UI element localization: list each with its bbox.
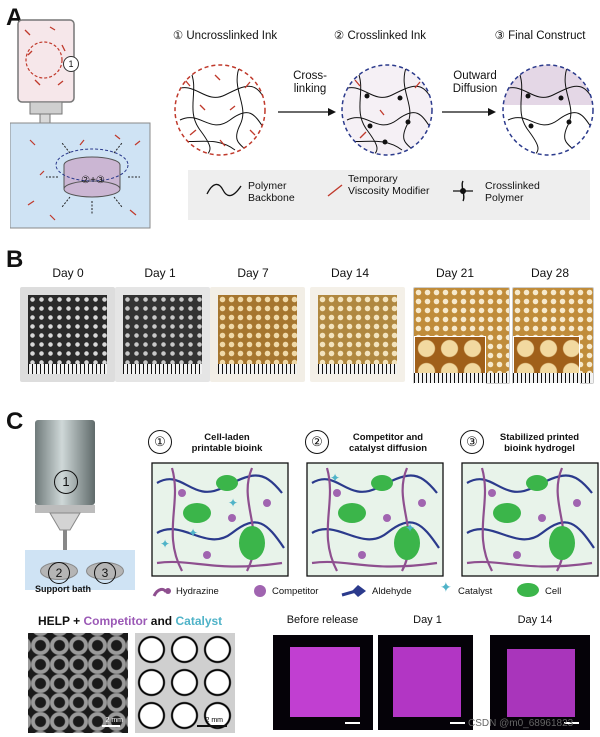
day-label-1: Day 1 [144, 266, 176, 280]
day-label-7: Day 7 [237, 266, 269, 280]
legend-hydrazine: Hydrazine [176, 586, 219, 597]
svg-text:✦: ✦ [405, 521, 415, 535]
final-construct-circle [502, 64, 594, 156]
scale-label-2: 2 mm [205, 717, 224, 724]
legend-cell: Cell [545, 586, 562, 597]
hydrazine-icon [152, 587, 171, 597]
scale-bar-1 [102, 725, 120, 727]
catalyst-icon: ✦ [440, 580, 452, 596]
legend-modifier-label: Temporary Viscosity Modifier [348, 173, 430, 197]
scale-bar-2 [197, 725, 227, 727]
bath-step-3: 3 [94, 562, 116, 584]
legend-crosslinked-label: Crosslinked Polymer [485, 180, 540, 204]
panel-label-b: B [6, 246, 24, 273]
legend-catalyst: Catalyst [458, 586, 493, 597]
scaffold-photo-day-21 [413, 287, 510, 384]
help-microct-image: 2 mm [28, 633, 128, 733]
svg-text:✦: ✦ [330, 471, 340, 485]
crosslinked-ink-circle [341, 64, 433, 156]
step-3-title: ③ Final Construct [494, 30, 586, 42]
fluoro-label-before: Before release [286, 614, 359, 626]
bath-step-2: 2 [48, 562, 70, 584]
scaffold-photo-day-1 [115, 287, 210, 382]
crosslinked-polymer-icon [453, 180, 473, 202]
step-2-title: ② Crosslinked Ink [333, 30, 427, 42]
scaffold-photo-day-14 [310, 287, 405, 382]
legend-aldehyde: Aldehyde [372, 586, 412, 597]
scale-label-1: 2 mm [105, 717, 124, 724]
svg-text:✦: ✦ [228, 496, 238, 510]
fluoro-label-day14: Day 14 [517, 614, 553, 626]
polymer-backbone-icon [206, 183, 242, 197]
c-step-1-badge: ① [148, 430, 172, 454]
bath-step-label: ②+③ [81, 175, 105, 186]
bioprint-syringe-illustration [25, 420, 135, 590]
day-label-21: Day 21 [435, 266, 475, 280]
fluoro-grid-before [290, 647, 360, 717]
scaffold-photo-day-28 [512, 287, 594, 384]
fluoro-label-day1: Day 1 [413, 614, 442, 626]
aldehyde-icon [341, 585, 366, 597]
crosslinking-arrow-label: Cross-linking [293, 70, 327, 95]
fluoro-scale-day14 [564, 722, 579, 724]
panel-label-c: C [6, 408, 24, 435]
diffusion-arrow-label: Outward Diffusion [452, 70, 498, 95]
fluoro-grid-day14 [507, 649, 575, 717]
watermark: CSDN @m0_68961823 [468, 718, 574, 729]
help-title: HELP + Competitor and Catalyst [38, 614, 223, 628]
c-step-2-badge: ② [305, 430, 329, 454]
step-1-title: ① Uncrosslinked Ink [172, 30, 278, 42]
day-label-0: Day 0 [52, 266, 84, 280]
fluoro-grid-day1 [393, 647, 461, 717]
uncrosslinked-ink-circle [174, 64, 266, 156]
fluoro-image-day1 [378, 635, 473, 730]
competitor-icon [254, 585, 266, 597]
help-section-image: 2 mm [135, 633, 235, 733]
scaffold-photo-day-0 [20, 287, 115, 382]
syringe-c-step-badge: 1 [54, 470, 78, 494]
legend-competitor: Competitor [272, 586, 319, 597]
scaffold-photo-day-7 [210, 287, 305, 382]
cell-icon [517, 583, 539, 597]
support-bath-label: Support bath [35, 584, 91, 594]
fluoro-image-day14 [490, 635, 590, 730]
legend-backbone-label: Polymer Backbone [248, 180, 295, 204]
legend-box-a [188, 170, 590, 220]
svg-text:✦: ✦ [188, 526, 198, 540]
fluoro-scale-day1 [450, 722, 465, 724]
viscosity-modifier-icon [327, 184, 343, 197]
svg-text:✦: ✦ [160, 537, 170, 551]
fluoro-scale-before [345, 722, 360, 724]
bioink-network-diagrams: ✦ ✦ ✦ ✦ ✦ [150, 462, 600, 577]
c-step-3-badge: ③ [460, 430, 484, 454]
ink-process-diagram [174, 64, 594, 156]
syringe-bath-illustration [10, 19, 151, 229]
syringe-step-badge: 1 [63, 56, 79, 72]
day-label-28: Day 28 [530, 266, 570, 280]
fluoro-image-before [273, 635, 373, 730]
day-label-14: Day 14 [330, 266, 370, 280]
